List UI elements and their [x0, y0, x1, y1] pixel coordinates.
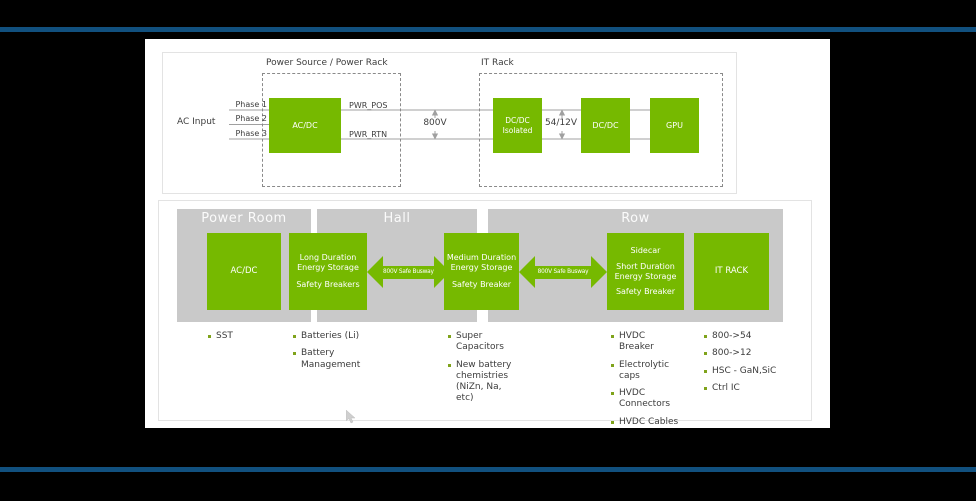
gpu-block-label: GPU	[666, 120, 683, 130]
slide-canvas: Power Source / Power Rack IT Rack AC Inp…	[145, 39, 830, 428]
bullet-text: 800->12	[712, 348, 752, 359]
it-rack-label: IT Rack	[481, 58, 514, 68]
bullet-item: Ctrl IC	[702, 383, 782, 394]
bullet-item: HVDC Connectors	[609, 388, 679, 411]
acdc-block: AC/DC	[269, 98, 341, 153]
bullet-icon	[611, 363, 614, 367]
bullet-item: 800->12	[702, 348, 782, 359]
arrow-left-icon	[367, 256, 383, 288]
bullet-item: New battery chemistries (NiZn, Na, etc)	[446, 360, 516, 405]
phase-1-label: Phase 1	[235, 100, 267, 109]
phase-2-label: Phase 2	[235, 114, 267, 123]
dcdc-block-label: DC/DC	[592, 120, 619, 130]
bullet-column-medium: Super Capacitors New battery chemistries…	[446, 331, 516, 411]
wire-lines-layer	[229, 109, 650, 140]
bullet-text: SST	[216, 331, 233, 341]
bullet-text: Batteries (Li)	[301, 331, 360, 341]
bullet-icon	[611, 392, 614, 395]
medium-duration-sub: Safety Breaker	[451, 280, 512, 290]
bullet-text: HVDC Cables	[619, 416, 679, 427]
it-rack-dashed-box	[479, 73, 723, 187]
bottom-divider-rule	[0, 467, 976, 472]
sidecar-line2: Short Duration Energy Storage	[614, 261, 677, 281]
bullet-column-row: HVDC Breaker Electrolytic caps HVDC Conn…	[609, 331, 679, 434]
ac-input-label: AC Input	[177, 117, 216, 127]
bus-voltage-label: 800V	[423, 118, 447, 128]
bullet-item: HVDC Cables	[609, 417, 679, 428]
bullet-text: 800->54	[712, 331, 752, 341]
bullet-text: Super Capacitors	[456, 331, 504, 353]
dcdc-block: DC/DC	[581, 98, 630, 153]
datacenter-flow-diagram: Power Room Hall Row AC/DC Long Duration …	[158, 200, 812, 427]
bullet-icon	[208, 335, 211, 338]
bullet-item: Electrolytic caps	[609, 360, 679, 383]
bullet-item: HSC - GaN,SiC	[702, 366, 782, 377]
sidecar-storage-block: Sidecar Short Duration Energy Storage Sa…	[607, 233, 684, 310]
medium-duration-storage-block: Medium Duration Energy Storage Safety Br…	[444, 233, 519, 310]
it-rack-block-label: IT RACK	[714, 266, 749, 277]
bullet-column-it-rack: 800->54 800->12 HSC - GaN,SiC Ctrl IC	[702, 331, 782, 400]
hall-header: Hall	[383, 211, 411, 226]
arrow-right-icon	[591, 256, 607, 288]
bullet-item: SST	[206, 331, 268, 342]
busway-arrow-row: 800V Safe Busway	[519, 256, 607, 288]
dcdc-isolated-line2: Isolated	[502, 125, 533, 135]
acdc-room-label: AC/DC	[230, 266, 258, 277]
power-room-header: Power Room	[201, 211, 287, 226]
bullet-icon	[704, 369, 707, 373]
bullet-icon	[293, 335, 296, 338]
bullet-item: Battery Management	[291, 348, 375, 371]
sidecar-line1: Sidecar	[630, 246, 661, 256]
pwr-pos-label: PWR_POS	[349, 101, 388, 110]
bullet-text: HSC - GaN,SiC	[712, 365, 777, 376]
mouse-cursor-icon	[346, 410, 356, 424]
bullet-item: 800->54	[702, 331, 782, 342]
long-duration-sub: Safety Breakers	[296, 280, 360, 290]
bullet-icon	[293, 352, 296, 356]
busway-arrow-hall: 800V Safe Busway	[367, 256, 450, 288]
bullet-text: HVDC Connectors	[619, 388, 671, 410]
bullet-icon	[611, 420, 614, 424]
busway-label: 800V Safe Busway	[535, 265, 591, 279]
arrow-left-icon	[519, 256, 535, 288]
rack-schematic-diagram: Power Source / Power Rack IT Rack AC Inp…	[162, 52, 737, 194]
acdc-room-block: AC/DC	[207, 233, 281, 310]
bullet-text: Electrolytic caps	[619, 359, 670, 381]
busway-label: 800V Safe Busway	[383, 265, 434, 279]
top-divider-rule	[0, 27, 976, 32]
power-rack-dashed-box	[262, 73, 401, 187]
it-rack-block: IT RACK	[694, 233, 769, 310]
sidecar-line3: Safety Breaker	[615, 287, 676, 297]
gpu-block: GPU	[650, 98, 699, 153]
phase-3-label: Phase 3	[235, 129, 267, 138]
dcdc-isolated-line1: DC/DC	[505, 116, 530, 126]
bullet-text: New battery chemistries (NiZn, Na, etc)	[456, 359, 512, 404]
bullet-icon	[704, 386, 707, 390]
bullet-icon	[704, 352, 707, 356]
bullet-item: Batteries (Li)	[291, 331, 375, 342]
bullet-item: HVDC Breaker	[609, 331, 679, 354]
bullet-item: Super Capacitors	[446, 331, 516, 354]
medium-duration-title: Medium Duration Energy Storage	[446, 253, 517, 272]
bullet-column-hall: Batteries (Li) Battery Management	[291, 331, 375, 377]
bullet-icon	[448, 363, 451, 367]
bullet-text: Battery Management	[301, 348, 361, 370]
bullet-text: Ctrl IC	[712, 382, 740, 393]
rack-voltage-label: 54/12V	[544, 118, 578, 128]
long-duration-storage-block: Long Duration Energy Storage Safety Brea…	[289, 233, 367, 310]
row-header: Row	[621, 211, 650, 226]
power-rack-label: Power Source / Power Rack	[266, 58, 388, 68]
dcdc-isolated-block: DC/DC Isolated	[493, 98, 542, 153]
pwr-rtn-label: PWR_RTN	[349, 130, 388, 139]
bullet-icon	[448, 335, 451, 338]
acdc-block-label: AC/DC	[292, 120, 318, 130]
bullet-column-power-room: SST	[206, 331, 268, 348]
long-duration-title: Long Duration Energy Storage	[297, 253, 359, 272]
bullet-icon	[611, 335, 614, 338]
bullet-text: HVDC Breaker	[619, 331, 654, 353]
bullet-icon	[704, 335, 707, 338]
